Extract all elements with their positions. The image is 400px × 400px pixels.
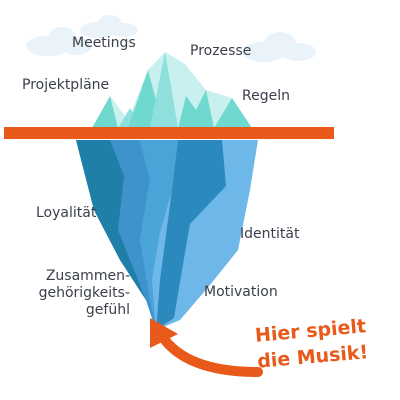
curved-arrow-icon xyxy=(150,318,263,377)
cloud-left-icon xyxy=(26,27,92,56)
label-line-3: gefühl xyxy=(85,302,130,318)
label-line-1: Zusammen- xyxy=(45,268,130,284)
label-zusammengehoerigkeitsgefuehl: Zusammen- gehörigkeits- gefühl xyxy=(30,268,130,319)
label-regeln: Regeln xyxy=(242,88,290,104)
label-line-2: gehörigkeits- xyxy=(38,285,130,301)
callout-text: Hier spielt die Musik! xyxy=(254,313,369,374)
waterline xyxy=(4,127,334,139)
cloud-right-icon xyxy=(242,32,316,62)
label-meetings: Meetings xyxy=(72,35,136,51)
iceberg-base xyxy=(76,140,258,330)
iceberg-tip xyxy=(92,52,252,128)
label-projektplaene: Projektpläne xyxy=(22,77,110,93)
label-prozesse: Prozesse xyxy=(190,43,252,59)
label-motivation: Motivation xyxy=(204,284,278,300)
label-loyalitaet: Loyalität xyxy=(36,205,97,221)
label-identitaet: Identität xyxy=(240,226,300,242)
cloud-top-icon xyxy=(80,15,138,38)
